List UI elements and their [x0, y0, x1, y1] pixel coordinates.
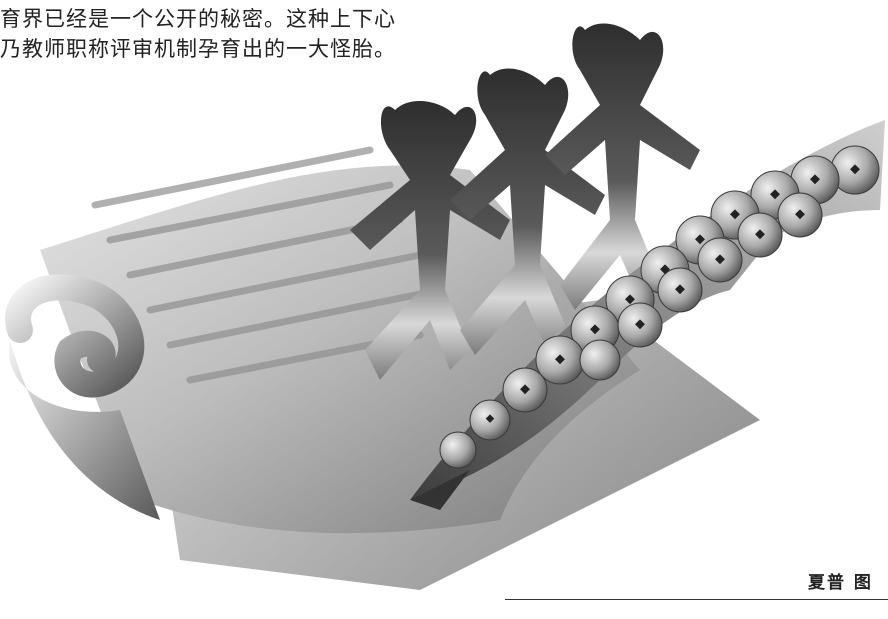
article-text-line-1: 教育界已经是一个公开的秘密。这种上下心	[0, 7, 396, 31]
illustration-credit: 夏普 图	[808, 573, 873, 593]
coin-quill	[410, 120, 885, 510]
article-text: 教育界已经是一个公开的秘密。这种上下心 实乃教师职称评审机制孕育出的一大怪胎。	[0, 4, 518, 64]
article-text-line-2: 实乃教师职称评审机制孕育出的一大怪胎。	[0, 37, 396, 61]
paper-chain-figures	[350, 23, 700, 381]
credit-divider	[505, 599, 888, 600]
